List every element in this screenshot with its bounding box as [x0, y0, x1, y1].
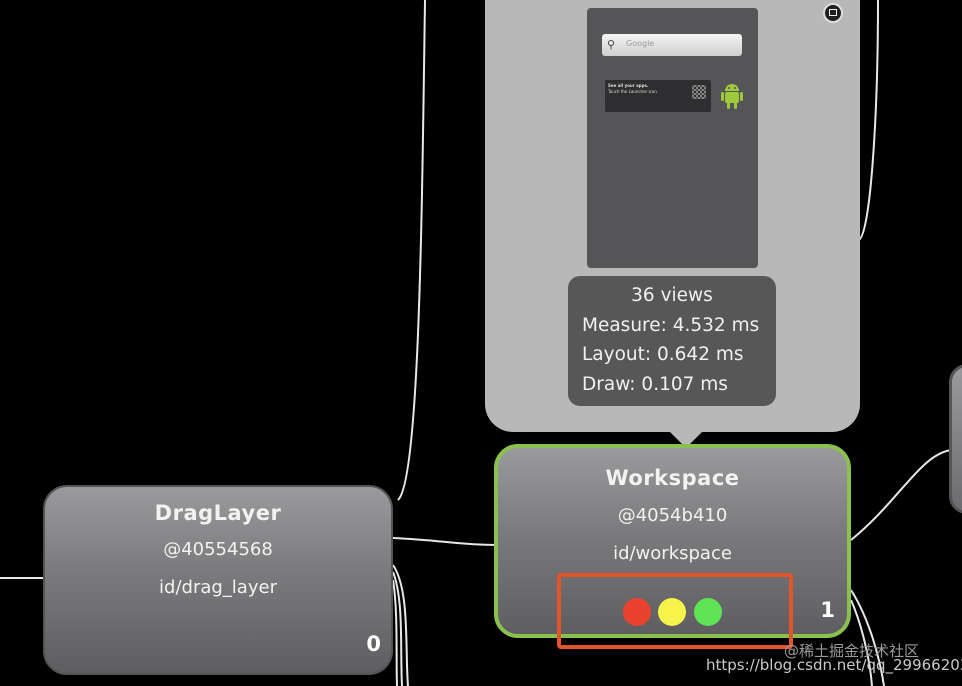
node-address: @4054b410	[617, 505, 728, 526]
connection-line	[397, 0, 426, 501]
measure-time: Measure: 4.532 ms	[582, 314, 760, 336]
node-id: id/drag_layer	[159, 577, 277, 598]
search-icon: ⚲	[607, 38, 616, 51]
node-address: @40554568	[163, 539, 273, 560]
view-thumbnail: ⚲ Google See all your apps. Touch the La…	[587, 8, 758, 268]
thumbnail-hint-card: See all your apps. Touch the Launcher ic…	[605, 80, 711, 112]
watermark-url: https://blog.csdn.net/qq_29966203	[706, 656, 962, 674]
annotation-highlight-box	[557, 573, 793, 649]
connection-line	[850, 449, 952, 541]
connection-line	[392, 564, 409, 686]
node-name: DragLayer	[154, 501, 282, 525]
layout-indicator-dot	[658, 598, 686, 626]
node-name: Workspace	[605, 466, 740, 490]
views-count: 36 views	[631, 285, 713, 306]
connection-line	[850, 589, 885, 686]
thumbnail-search-placeholder: Google	[626, 39, 655, 48]
connection-line	[850, 599, 873, 686]
view-preview-popup: ⚲ Google See all your apps. Touch the La…	[485, 0, 860, 448]
connection-line	[392, 579, 398, 686]
connection-line	[392, 571, 403, 686]
connection-line	[392, 537, 497, 546]
thumbnail-card-title: See all your apps.	[608, 83, 649, 88]
draw-indicator-dot	[694, 598, 722, 626]
draw-time: Draw: 0.107 ms	[582, 373, 728, 395]
maximize-icon	[829, 9, 837, 16]
render-stats-box: 36 views Measure: 4.532 ms Layout: 0.642…	[568, 276, 776, 406]
android-icon	[721, 84, 743, 109]
connection-line	[857, 0, 879, 241]
layout-time: Layout: 0.642 ms	[582, 344, 744, 365]
thumbnail-search-bar: ⚲ Google	[602, 34, 742, 56]
node-offscreen-right[interactable]	[949, 364, 962, 514]
launcher-grid-icon	[692, 85, 706, 99]
measure-indicator-dot	[623, 598, 651, 626]
node-index: 1	[820, 598, 835, 622]
node-index: 0	[366, 632, 381, 656]
watermark-cn: @稀土掘金技术社区	[784, 642, 920, 660]
thumbnail-card-subtitle: Touch the Launcher icon.	[608, 89, 659, 94]
node-id: id/workspace	[613, 543, 732, 564]
popup-maximize-button[interactable]	[823, 3, 843, 23]
node-drag-layer[interactable]: DragLayer @40554568 id/drag_layer 0	[43, 485, 393, 675]
